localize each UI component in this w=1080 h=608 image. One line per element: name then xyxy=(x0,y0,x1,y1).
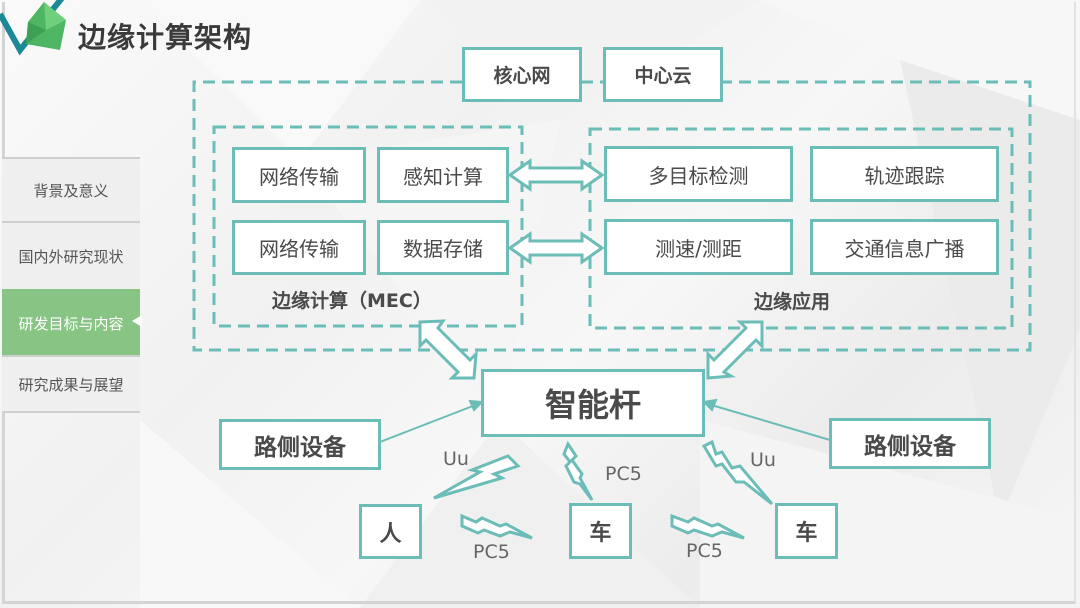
module-label: 多目标检测 xyxy=(648,163,749,188)
sidebar-item-research-status[interactable]: 国内外研究现状 xyxy=(2,221,140,289)
mec-module-network-transmission-2: 网络传输 xyxy=(232,220,366,275)
core-network-box: 核心网 xyxy=(462,47,582,102)
module-label: 轨迹跟踪 xyxy=(864,163,945,188)
sidebar-item-goals-content[interactable]: 研发目标与内容 xyxy=(2,289,142,355)
module-label: 交通信息广播 xyxy=(844,236,965,261)
module-label: 网络传输 xyxy=(259,237,339,261)
link-label-uu-right: Uu xyxy=(750,449,776,471)
smart-pole-label: 智能杆 xyxy=(544,386,641,424)
roadside-device-right-box: 路侧设备 xyxy=(829,418,991,469)
module-label: 网络传输 xyxy=(259,164,339,189)
module-label: 数据存储 xyxy=(403,237,483,261)
person-label: 人 xyxy=(379,521,402,547)
sidebar-item-results-outlook[interactable]: 研究成果与展望 xyxy=(2,355,140,413)
logo-icon xyxy=(0,0,66,56)
link-label-uu-left: Uu xyxy=(443,448,469,470)
sidebar-item-label: 背景及意义 xyxy=(33,181,109,200)
vehicle-label: 车 xyxy=(589,521,612,546)
sidebar-item-background[interactable]: 背景及意义 xyxy=(2,157,140,221)
roadside-device-label: 路侧设备 xyxy=(254,434,346,461)
vehicle-1-box: 车 xyxy=(569,503,632,559)
app-module-trajectory-tracking: 轨迹跟踪 xyxy=(810,146,999,202)
roadside-device-label: 路侧设备 xyxy=(864,433,956,460)
center-cloud-box: 中心云 xyxy=(603,47,723,102)
app-module-traffic-broadcast: 交通信息广播 xyxy=(810,219,999,275)
core-network-label: 核心网 xyxy=(493,65,551,87)
page-title: 边缘计算架构 xyxy=(78,21,253,54)
mec-label: 边缘计算（MEC） xyxy=(272,290,432,312)
roadside-device-left-box: 路侧设备 xyxy=(219,419,381,470)
sidebar-nav: 背景及意义 国内外研究现状 研发目标与内容 研究成果与展望 xyxy=(2,157,142,413)
person-box: 人 xyxy=(359,504,422,559)
active-caret-icon xyxy=(132,315,142,327)
link-label-pc5-vehicle-vehicle: PC5 xyxy=(686,540,723,562)
module-label: 测速/测距 xyxy=(655,236,742,261)
edge-app-label: 边缘应用 xyxy=(754,291,831,313)
mec-module-data-storage: 数据存储 xyxy=(377,220,509,275)
app-module-speed-distance: 测速/测距 xyxy=(604,219,793,275)
sidebar-item-label: 研发目标与内容 xyxy=(18,314,124,333)
link-label-pc5-person-vehicle: PC5 xyxy=(473,541,510,563)
link-label-pc5-vehicle-pole: PC5 xyxy=(605,463,642,485)
module-label: 感知计算 xyxy=(403,164,483,189)
sidebar-item-label: 国内外研究现状 xyxy=(18,247,124,266)
smart-pole-box: 智能杆 xyxy=(481,369,705,437)
mec-module-perception-computing: 感知计算 xyxy=(377,147,509,203)
sidebar-item-label: 研究成果与展望 xyxy=(18,375,124,394)
app-module-multi-target-detection: 多目标检测 xyxy=(604,146,793,202)
center-cloud-label: 中心云 xyxy=(634,65,692,87)
mec-module-network-transmission: 网络传输 xyxy=(232,147,366,203)
vehicle-2-box: 车 xyxy=(775,503,838,559)
vehicle-label: 车 xyxy=(795,521,818,546)
